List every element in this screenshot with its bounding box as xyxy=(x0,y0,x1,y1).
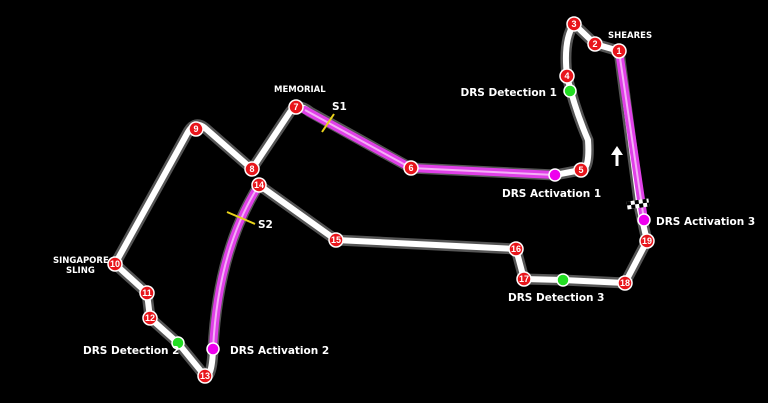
corner-name-memorial: MEMORIAL xyxy=(274,85,326,95)
turn-number: 16 xyxy=(511,244,521,254)
turn-10: 10 xyxy=(107,256,123,272)
sector-2-label: S2 xyxy=(258,219,273,231)
turn-number: 6 xyxy=(408,163,413,173)
corner-name-sheares: SHEARES xyxy=(608,31,652,41)
turn-9: 9 xyxy=(188,121,204,137)
drs-detection-3-marker xyxy=(556,273,570,287)
turn-4: 4 xyxy=(559,68,575,84)
sector-2-line xyxy=(226,211,256,225)
turn-3: 3 xyxy=(566,16,582,32)
turn-number: 15 xyxy=(331,235,341,245)
turn-5: 5 xyxy=(573,162,589,178)
turn-number: 1 xyxy=(616,46,621,56)
turn-number: 2 xyxy=(592,39,597,49)
turn-number: 17 xyxy=(519,274,529,284)
start-finish-line xyxy=(626,198,650,210)
turn-7: 7 xyxy=(288,99,304,115)
turn-8: 8 xyxy=(244,161,260,177)
turn-number: 14 xyxy=(254,180,264,190)
drs-activation-3-marker xyxy=(637,213,651,227)
turn-number: 18 xyxy=(620,278,630,288)
turn-number: 12 xyxy=(145,313,155,323)
turn-16: 16 xyxy=(508,241,524,257)
turn-6: 6 xyxy=(403,160,419,176)
sector-1-label: S1 xyxy=(332,101,347,113)
turn-number: 9 xyxy=(193,124,198,134)
drs-activation-1-marker xyxy=(548,168,562,182)
turn-2: 2 xyxy=(587,36,603,52)
corner-name-singapore-sling-1: SINGAPORE xyxy=(53,256,109,266)
drs-detection-1-label: DRS Detection 1 xyxy=(461,87,558,99)
turn-number: 10 xyxy=(110,259,120,269)
turn-15: 15 xyxy=(328,232,344,248)
turn-number: 11 xyxy=(142,288,152,298)
drs-activation-2-marker xyxy=(206,342,220,356)
turn-number: 3 xyxy=(571,19,576,29)
turn-1: 1 xyxy=(611,43,627,59)
turn-number: 4 xyxy=(564,71,569,81)
turn-number: 8 xyxy=(249,164,254,174)
drs-detection-2-label: DRS Detection 2 xyxy=(83,345,180,357)
drs-detection-2-marker xyxy=(171,336,185,350)
sector-1-line xyxy=(321,113,335,133)
turn-number: 5 xyxy=(578,165,583,175)
drs-detection-1-marker xyxy=(563,84,577,98)
drs-activation-2-label: DRS Activation 2 xyxy=(230,345,329,357)
turn-11: 11 xyxy=(139,285,155,301)
turn-markers: 1 2 3 4 5 6 7 8 9 10 11 12 13 14 15 16 1… xyxy=(107,16,655,384)
turn-14: 14 xyxy=(251,177,267,193)
turn-12: 12 xyxy=(142,310,158,326)
turn-18: 18 xyxy=(617,275,633,291)
turn-number: 7 xyxy=(293,102,298,112)
drs-zone-1 xyxy=(301,106,559,179)
turn-13: 13 xyxy=(197,368,213,384)
corner-name-singapore-sling-2: SLING xyxy=(66,266,95,276)
drs-detection-3-label: DRS Detection 3 xyxy=(508,292,605,304)
turn-number: 19 xyxy=(642,236,652,246)
drs-activation-1-label: DRS Activation 1 xyxy=(502,188,601,200)
turn-17: 17 xyxy=(516,271,532,287)
direction-arrow-icon xyxy=(611,146,623,166)
turn-19: 19 xyxy=(639,233,655,249)
drs-activation-3-label: DRS Activation 3 xyxy=(656,216,755,228)
turn-number: 13 xyxy=(200,371,210,381)
